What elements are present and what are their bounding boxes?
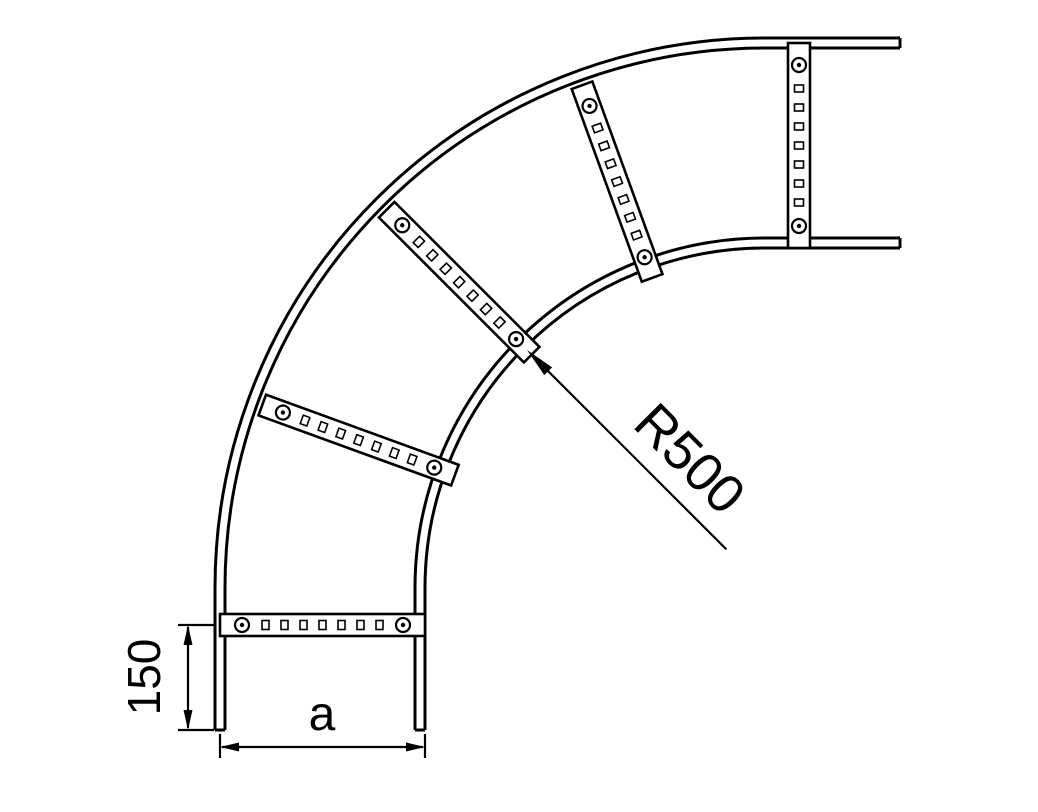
radius-label: R500	[623, 392, 757, 526]
rail-end-caps	[215, 38, 902, 732]
outer-rail-inner-edge	[223, 46, 900, 730]
dimension-width-label: a	[309, 688, 336, 741]
dimension-width-arrow-right	[406, 742, 425, 752]
dimension-150: 150	[118, 623, 214, 732]
dimension-150-arrow-up	[183, 625, 193, 645]
rung-right	[786, 41, 812, 250]
dimension-150-extension-lines	[178, 623, 214, 732]
rung-curve-3	[570, 80, 664, 283]
dimension-150-arrow-down	[183, 710, 193, 730]
dimension-150-label: 150	[118, 639, 170, 716]
outer-rail-outer-edge	[213, 36, 900, 730]
rung-curve-1	[257, 393, 460, 487]
dimension-width-arrow-left	[220, 742, 239, 752]
rung-curve-2	[377, 200, 541, 364]
dimension-width: a	[218, 688, 427, 758]
rung-bottom	[218, 612, 427, 638]
radius-dimension: R500	[527, 350, 757, 551]
radius-leader-line	[530, 353, 728, 551]
dimension-width-extension-lines	[218, 734, 427, 758]
radius-arrowhead	[527, 350, 553, 376]
rungs	[218, 41, 812, 638]
